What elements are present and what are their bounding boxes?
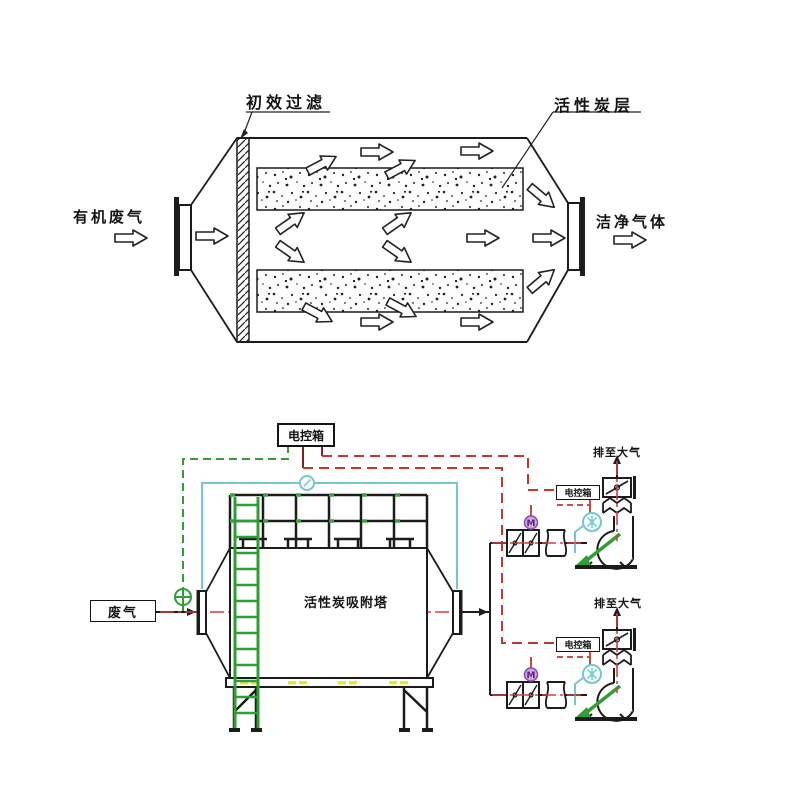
waste-gas-box: 废气 [90,600,156,622]
prefilter-leader-line [242,111,330,137]
fan-branch-lower [488,605,639,723]
fan-upper-control-box: 电控箱 [556,485,600,500]
manhole-caps [239,537,414,547]
exhaust-upper-label: 排至大气 [593,446,641,459]
carbon-layer-label: 活性炭层 [554,96,635,115]
outlet-flange [580,197,585,276]
outlet-header-pipe [461,543,491,695]
valve-icon [174,588,192,611]
access-ladder [233,497,260,728]
base-skid [225,677,434,688]
exhaust-lower-label: 排至大气 [594,597,642,610]
control-line-red-lower [303,467,556,644]
sensor-icon [299,475,315,491]
prefilter-carbon-vessel [114,111,647,343]
prefilter-hatch-panel [236,137,250,343]
prefilter-label: 初效过滤 [246,93,327,112]
cyan-sensor-loop [201,475,458,589]
main-control-box: 电控箱 [277,423,335,447]
adsorption-tower [196,493,463,732]
inlet-gas-label: 有机废气 [73,208,146,226]
control-line-green [182,445,289,588]
inlet-flange [174,197,179,276]
support-legs [229,687,433,732]
handrail [228,493,429,548]
control-line-red-stubs [302,445,323,468]
adsorption-system [156,445,639,732]
tower-label: 活性炭吸附塔 [304,596,389,611]
outlet-gas-label: 洁净气体 [596,213,669,231]
fan-lower-control-box: 电控箱 [556,637,600,652]
carbon-layer-leader-line [501,111,641,189]
control-line-red-upper [322,455,556,491]
fan-branch-upper [488,453,639,571]
